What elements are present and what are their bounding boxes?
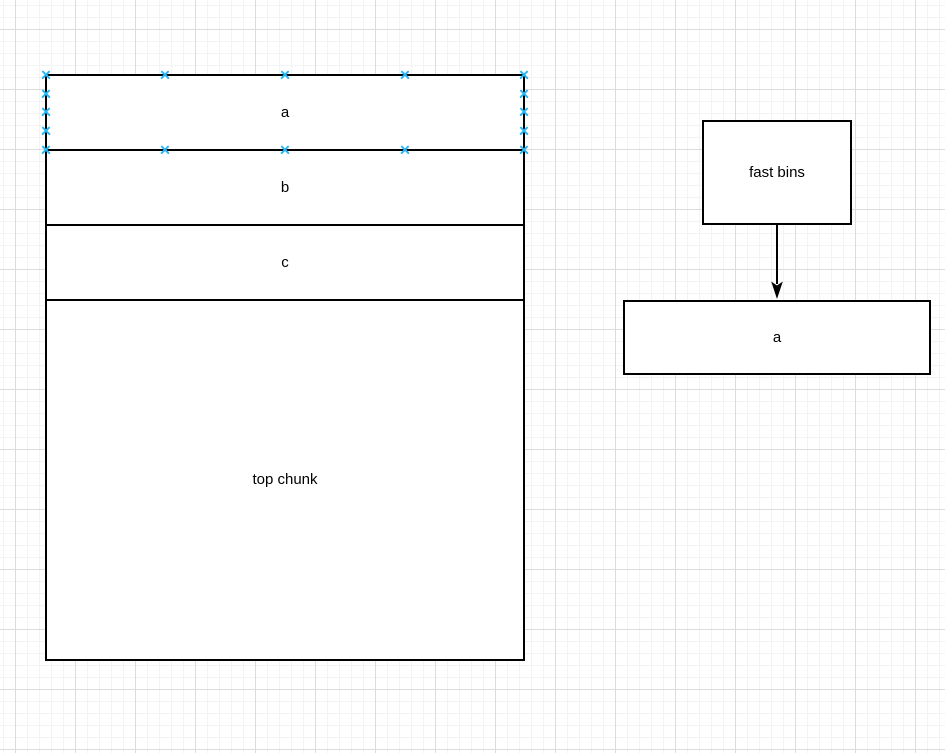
connection-point-icon[interactable] <box>280 145 290 155</box>
connection-point-icon[interactable] <box>519 126 529 136</box>
chunk-c-label: c <box>281 253 289 271</box>
shape-fast-bins[interactable]: fast bins <box>702 120 852 225</box>
shape-fastbin-entry-a[interactable]: a <box>623 300 931 375</box>
shape-chunk-c[interactable]: c <box>45 224 525 301</box>
shape-chunk-a[interactable]: a <box>45 74 525 151</box>
fastbin-entry-a-label: a <box>772 328 782 346</box>
chunk-a-label: a <box>280 103 290 121</box>
connection-point-icon[interactable] <box>41 145 51 155</box>
connection-point-icon[interactable] <box>160 145 170 155</box>
connection-point-icon[interactable] <box>519 70 529 80</box>
connection-point-icon[interactable] <box>519 107 529 117</box>
connection-point-icon[interactable] <box>160 70 170 80</box>
connection-point-icon[interactable] <box>41 126 51 136</box>
connection-point-icon[interactable] <box>519 145 529 155</box>
connection-point-icon[interactable] <box>280 70 290 80</box>
connection-point-icon[interactable] <box>41 89 51 99</box>
connection-point-icon[interactable] <box>519 89 529 99</box>
connection-point-icon[interactable] <box>41 107 51 117</box>
top-chunk-label: top chunk <box>252 471 318 488</box>
connection-point-icon[interactable] <box>400 70 410 80</box>
shape-chunk-b[interactable]: b <box>45 149 525 226</box>
connection-point-icon[interactable] <box>41 70 51 80</box>
fast-bins-label: fast bins <box>749 163 805 181</box>
arrowhead-down-icon <box>771 281 783 299</box>
connection-point-icon[interactable] <box>400 145 410 155</box>
shape-top-chunk[interactable]: top chunk <box>45 299 525 661</box>
chunk-b-label: b <box>280 178 290 196</box>
connector-arrow[interactable] <box>769 225 785 300</box>
